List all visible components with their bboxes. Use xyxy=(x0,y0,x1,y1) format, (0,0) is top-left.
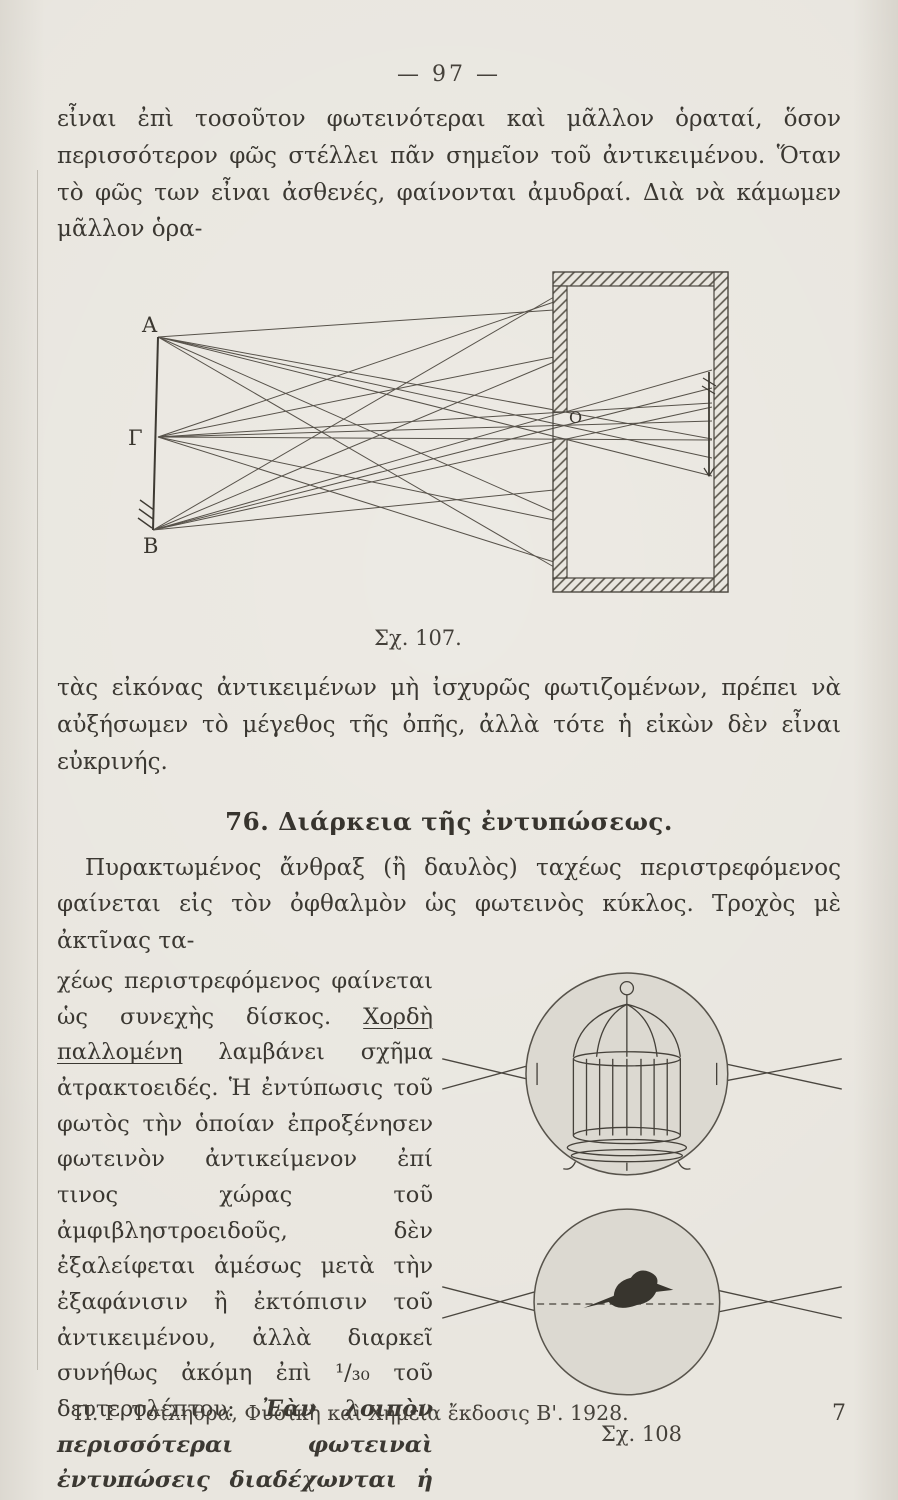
birdcage-drawing xyxy=(562,980,691,1171)
fraction-one-thirtieth: ¹/₃₀ xyxy=(335,1360,370,1387)
figure-107-caption: Σχ. 107. xyxy=(374,626,462,651)
body-column-paragraph: χέως περιστρεφόμενος φαίνεται ὡς συνεχὴς… xyxy=(57,964,433,1500)
body-lead-paragraph: Πυρακτωμένος ἄνθραξ (ἢ δαυλὸς) ταχέως πε… xyxy=(57,854,841,955)
body-column-text-1: χέως περιστρεφόμενος φαίνεται ὡς συνεχὴς… xyxy=(57,967,433,1030)
page-number-top: — 97 — xyxy=(397,62,501,87)
point-label-gamma: Γ xyxy=(128,426,143,450)
body-column-text-3: τοῦ δευτερολέπτου: xyxy=(57,1360,433,1422)
inverted-image-arrow xyxy=(701,372,717,478)
body-column-underlined: Χορδὴ παλλομένη xyxy=(57,1003,433,1066)
section-heading: 76. Διάρκεια τῆς ἐντυπώσεως. xyxy=(225,806,673,836)
light-rays xyxy=(152,296,713,568)
box-walls xyxy=(552,271,729,593)
camera-obscura-diagram: A Γ B O xyxy=(128,271,729,593)
object-arrow xyxy=(137,337,159,531)
after-figure-paragraph: τὰς εἰκόνας ἀντικειμένων μὴ ἰσχυρῶς φωτι… xyxy=(57,675,841,775)
aperture-label-o: O xyxy=(569,408,582,427)
figure-108-caption: Σχ. 108 xyxy=(600,1421,682,1446)
figure-108: Σχ. 108 xyxy=(433,964,850,1500)
body-column-emphasis: Ἐὰν λοιπὸν περισσότεραι φωτειναὶ ἐντυπώσ… xyxy=(57,1395,433,1494)
point-label-a: A xyxy=(141,313,158,337)
bird-drawing xyxy=(582,1270,673,1308)
intro-paragraph: εἶναι ἐπὶ τοσοῦτον φωτεινότεραι καὶ μᾶλλ… xyxy=(57,106,841,243)
text-figure-row: χέως περιστρεφόμενος φαίνεται ὡς συνεχὴς… xyxy=(57,964,850,1500)
page-number-bottom: 7 xyxy=(832,1401,846,1426)
figure-107: A Γ B O Σχ. 107. xyxy=(0,262,898,650)
page-footer: Π. Γ. Τσίληθρα, Φυσικὴ καὶ Χημεία ἔκδοσι… xyxy=(74,1401,846,1426)
body-column-text-2: λαμβάνει σχῆμα ἀτρακτοειδές. Ἡ ἐντύπωσις… xyxy=(57,1039,433,1387)
point-label-b: B xyxy=(143,534,158,558)
top-disc-string-ticks xyxy=(535,1062,717,1086)
thaumatrope-diagram xyxy=(441,972,842,1396)
footer-imprint: Π. Γ. Τσίληθρα, Φυσικὴ καὶ Χημεία ἔκδοσι… xyxy=(74,1401,629,1425)
